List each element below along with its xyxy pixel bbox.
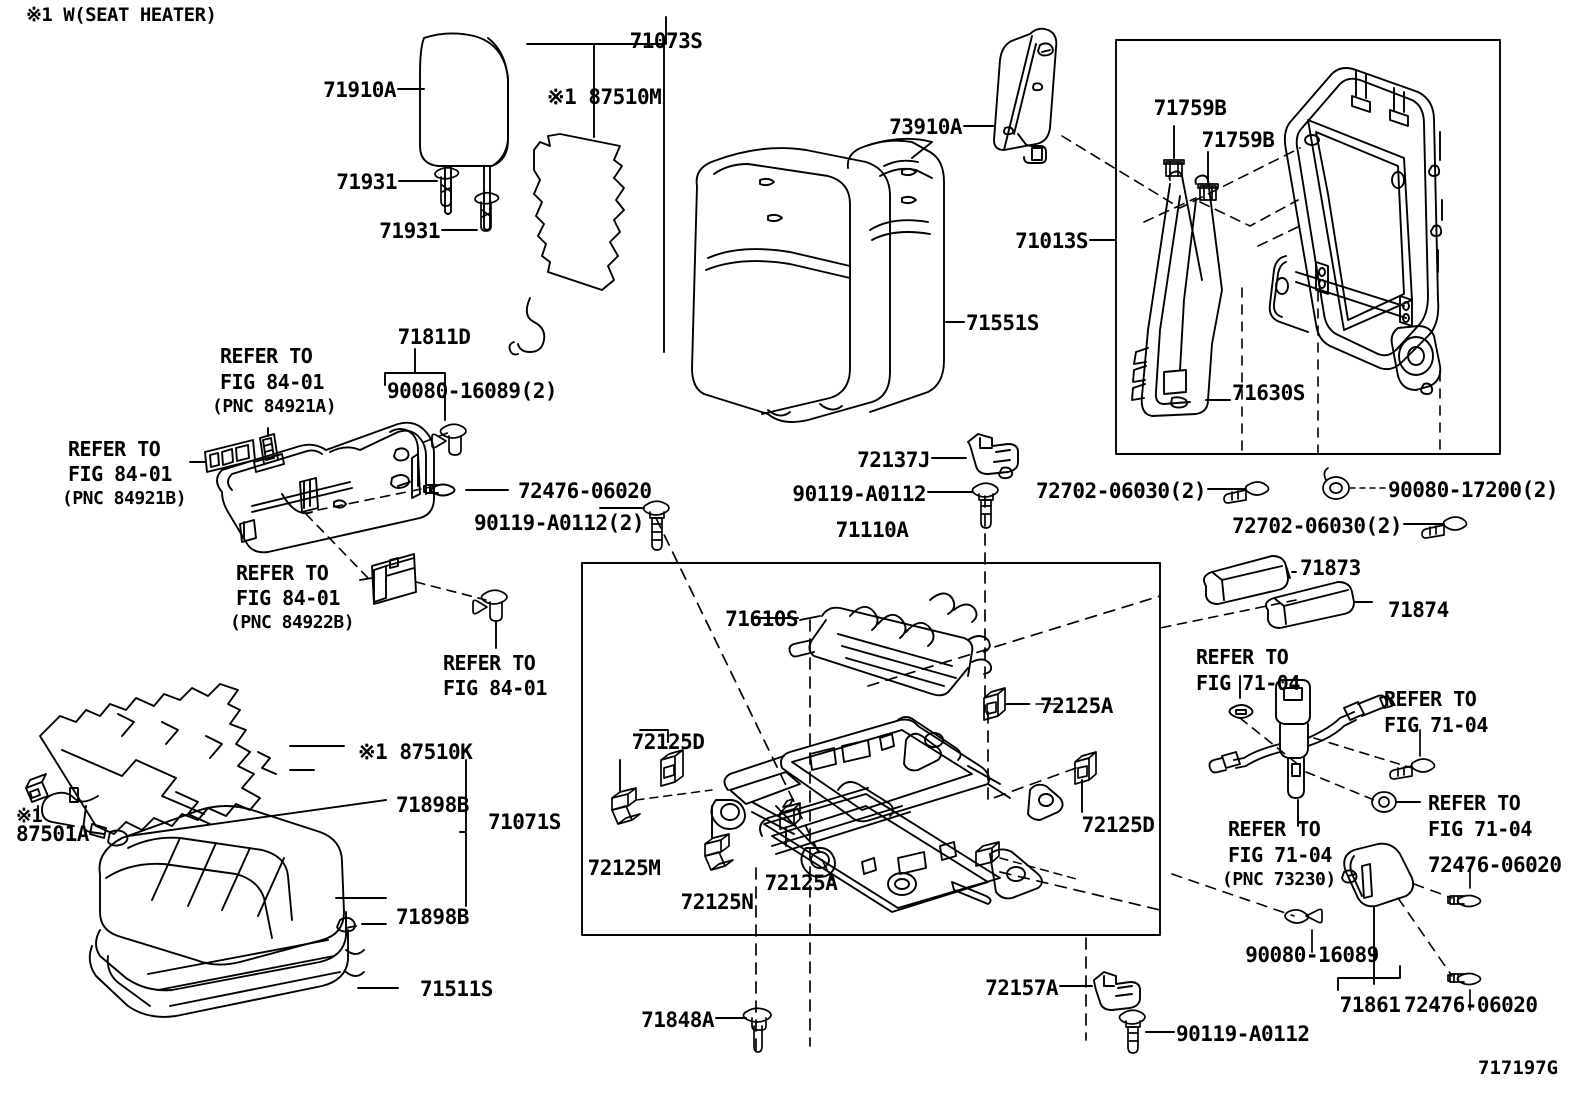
refer-84-01-d-line2: FIG 84-01: [443, 676, 547, 700]
label-71759B-1: 71759B: [1153, 96, 1227, 120]
label-71873: 71873: [1300, 556, 1361, 580]
label-72476-06020-c: 72476-06020: [1404, 993, 1538, 1017]
label-71874: 71874: [1388, 598, 1449, 622]
label-71013S: 71013S: [1015, 229, 1088, 253]
label-72125N: 72125N: [680, 890, 754, 914]
label-87510M: ※1 87510M: [547, 85, 662, 109]
label-71931-upper: 71931: [336, 170, 397, 194]
label-90119-A0112-2: 90119-A0112(2): [473, 511, 645, 535]
label-71110A: 71110A: [835, 518, 909, 542]
label-71931-lower: 71931: [379, 219, 440, 243]
refer-84-01-a-line3: (PNC 84921A): [212, 396, 337, 417]
label-72476-06020-b: 72476-06020: [1428, 853, 1562, 877]
label-72125M: 72125M: [587, 856, 661, 880]
label-87510K: ※1 87510K: [358, 740, 473, 764]
label-72125A-a: 72125A: [1040, 694, 1113, 718]
label-71610S: 71610S: [725, 607, 798, 631]
label-90080-16089-2: 90080-16089(2): [386, 379, 558, 403]
refer-84-01-b-line2: FIG 84-01: [68, 462, 172, 486]
label-90119-A0112-b: 90119-A0112: [792, 482, 926, 506]
refer-84-01-d-line1: REFER TO: [443, 651, 536, 675]
refer-71-04-a-line1: REFER TO: [1196, 645, 1289, 669]
label-72125A-b: 72125A: [764, 871, 838, 895]
label-72476-06020-a: 72476-06020: [518, 479, 652, 503]
label-71811D: 71811D: [397, 325, 471, 349]
label-72125D-b: 72125D: [1081, 813, 1155, 837]
label-90080-17200-2: 90080-17200(2): [1388, 478, 1559, 502]
label-71898B-a: 71898B: [396, 793, 469, 817]
label-87501A-note: ※1: [16, 805, 43, 827]
label-73910A: 73910A: [889, 115, 962, 139]
label-72125D-a: 72125D: [631, 730, 705, 754]
refer-71-04-e-line1: REFER TO: [1228, 817, 1321, 841]
label-71630S: 71630S: [1232, 381, 1305, 405]
refer-71-04-b-line2: FIG 71-04: [1384, 713, 1488, 737]
label-71759B-2: 71759B: [1201, 128, 1275, 152]
label-71511S: 71511S: [420, 977, 493, 1001]
refer-84-01-b-line3: (PNC 84921B): [62, 488, 187, 509]
label-72137J: 72137J: [857, 448, 930, 472]
refer-71-04-c-line1: REFER TO: [1428, 791, 1521, 815]
label-71848A: 71848A: [641, 1008, 714, 1032]
refer-71-04-e-line3: (PNC 73230): [1222, 869, 1336, 890]
refer-71-04-e-line2: FIG 71-04: [1228, 843, 1332, 867]
label-71071S: 71071S: [488, 810, 561, 834]
label-71073S: 71073S: [629, 29, 703, 53]
refer-71-04-c-line2: FIG 71-04: [1428, 817, 1532, 841]
heater-note: ※1 W(SEAT HEATER): [26, 4, 217, 26]
label-71551S: 71551S: [966, 311, 1039, 335]
label-72702-06030-a: 72702-06030(2): [1035, 479, 1207, 503]
refer-71-04-a-line2: FIG 71-04: [1196, 671, 1300, 695]
diagram-id: 717197G: [1478, 1057, 1559, 1079]
refer-84-01-c-line2: FIG 84-01: [236, 586, 340, 610]
label-72702-06030-b: 72702-06030(2): [1231, 514, 1403, 538]
label-90080-16089: 90080-16089: [1245, 943, 1379, 967]
refer-84-01-a-line2: FIG 84-01: [220, 370, 324, 394]
label-71898B-b: 71898B: [396, 905, 469, 929]
refer-84-01-b-line1: REFER TO: [68, 437, 161, 461]
label-71910A: 71910A: [323, 78, 396, 102]
label-87501A: 87501A: [16, 822, 89, 846]
refer-84-01-c-line1: REFER TO: [236, 561, 329, 585]
refer-71-04-b-line1: REFER TO: [1384, 687, 1477, 711]
label-71861: 71861: [1339, 993, 1401, 1017]
label-90119-A0112-c: 90119-A0112: [1176, 1022, 1310, 1046]
refer-84-01-a-line1: REFER TO: [220, 344, 313, 368]
label-72157A: 72157A: [985, 976, 1058, 1000]
refer-84-01-c-line3: (PNC 84922B): [230, 612, 355, 633]
